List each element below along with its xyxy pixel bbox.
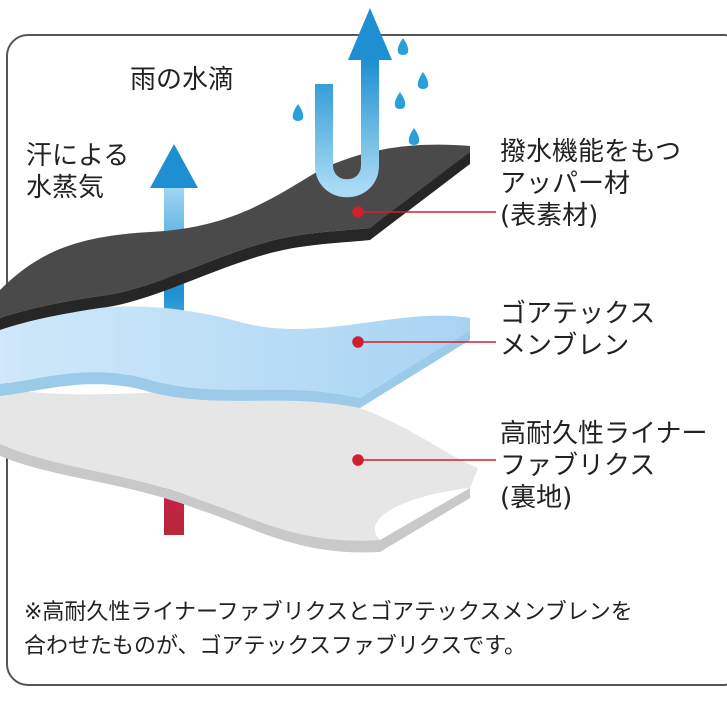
liner-label-line1: 高耐久性ライナー xyxy=(500,419,708,449)
liner-label-line3: (裏地) xyxy=(500,483,573,513)
leader-lines xyxy=(352,206,496,466)
upper-label-line2: アッパー材 xyxy=(500,169,631,199)
rain-label: 雨の水滴 xyxy=(130,65,235,95)
raindrop-icon xyxy=(394,92,406,109)
membrane-label-line2: メンブレン xyxy=(500,331,630,361)
footnote-line1: ※高耐久性ライナーファブリクスとゴアテックスメンブレンを xyxy=(24,600,633,625)
upper-label-line3: (表素材) xyxy=(500,201,599,231)
raindrop-icon xyxy=(397,38,409,55)
footnote-line2: 合わせたものが、ゴアテックスファブリクスです。 xyxy=(24,634,527,659)
raindrop-icon xyxy=(292,104,304,121)
sweat-label-line1: 汗による xyxy=(26,141,130,171)
raindrop-icon xyxy=(408,128,420,145)
upper-label-line1: 撥水機能をもつ xyxy=(500,137,681,167)
liner-layer xyxy=(0,388,478,553)
vapor-arrow-head xyxy=(150,144,198,188)
liner-label-line2: ファブリクス xyxy=(500,451,656,481)
membrane-layer xyxy=(0,306,470,408)
sweat-label-line2: 水蒸気 xyxy=(26,173,105,203)
rain-u-turn-arrow xyxy=(315,8,392,198)
membrane-label-line1: ゴアテックス xyxy=(500,299,656,329)
raindrop-icons xyxy=(292,38,429,145)
raindrop-icon xyxy=(417,72,429,89)
